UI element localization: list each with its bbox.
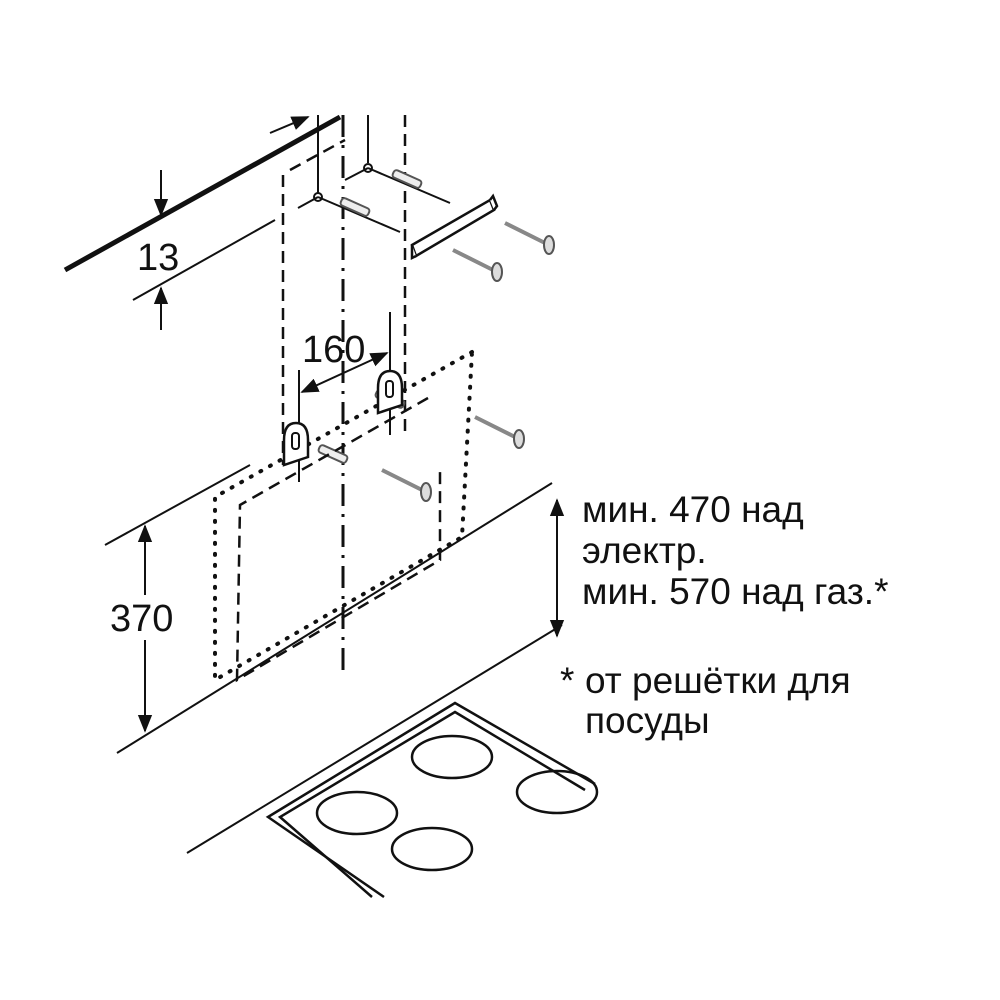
wall-rail-bracket <box>410 193 499 261</box>
hob-level-line <box>186 624 563 854</box>
clearance-note-line3: мин. 570 над газ.* <box>582 571 888 612</box>
dim-370-label-background <box>105 595 185 640</box>
dim-160-label: 160 <box>302 329 365 371</box>
chimney-outline <box>281 115 407 465</box>
screw-icon <box>380 468 433 503</box>
dim-13-label: 13 <box>137 237 179 279</box>
screw-icon <box>473 415 526 450</box>
clearance-note-line2: электр. <box>582 530 707 571</box>
hood-top-line <box>104 464 251 546</box>
burner-icon <box>410 734 494 780</box>
ceiling-edge <box>63 114 342 273</box>
footnote-mark: * <box>560 660 574 701</box>
hood-bottom-line <box>116 482 553 754</box>
hood-bracket-icon <box>376 369 404 415</box>
cooktop <box>265 701 599 899</box>
burner-icon <box>315 790 399 836</box>
hood-bracket-icon <box>282 421 310 467</box>
footnote-line2: посуды <box>585 700 710 741</box>
wall-plug-icon <box>317 169 423 464</box>
plug-guide-lines <box>297 167 451 233</box>
clearance-note-line1: мин. 470 над <box>582 489 804 530</box>
screw-icon <box>503 221 556 256</box>
burner-icon <box>390 826 474 872</box>
direction-arrow <box>269 116 310 134</box>
dim-160-arrow <box>300 352 389 393</box>
burner-icon <box>515 769 599 815</box>
footnote-line1: от решётки для <box>585 660 851 701</box>
dim-370-label: 370 <box>110 598 173 640</box>
screw-icon <box>451 248 504 283</box>
